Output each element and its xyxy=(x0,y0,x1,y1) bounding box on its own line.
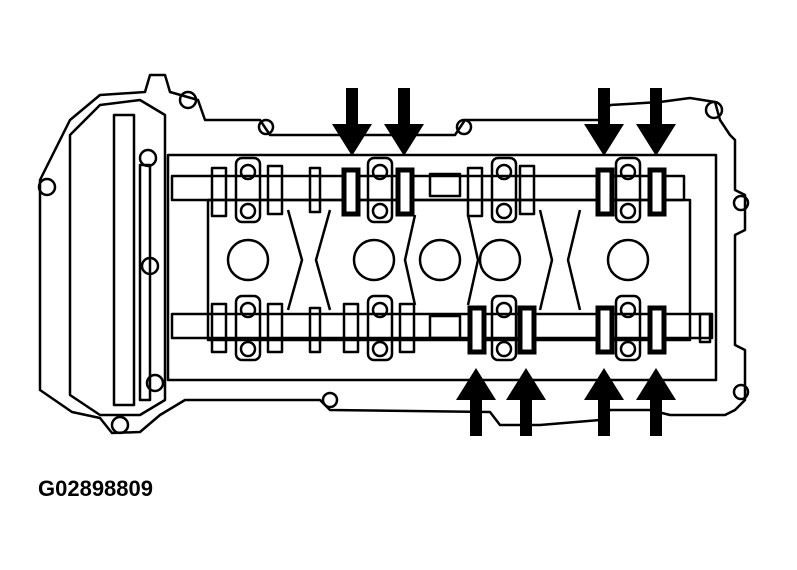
upper-camshaft xyxy=(170,174,686,202)
plug-bore xyxy=(352,238,396,282)
down-arrow-icon xyxy=(636,88,676,156)
cam-lobes xyxy=(210,164,712,354)
lower-bearing-caps xyxy=(234,294,642,362)
upper-bearing-caps xyxy=(234,156,642,224)
dowel xyxy=(138,148,158,168)
highlighted-lobes xyxy=(341,167,667,355)
cam-deck xyxy=(166,153,718,382)
plug-bore xyxy=(606,238,650,282)
up-arrow-icon xyxy=(506,368,546,436)
plug-bore xyxy=(478,238,522,282)
down-arrow-icon xyxy=(584,88,624,156)
head-outer-outline xyxy=(38,73,747,435)
figure-id-label: G02898809 xyxy=(38,476,153,501)
mount-boss xyxy=(257,118,275,136)
plug-bore xyxy=(226,238,270,282)
up-arrow-icon xyxy=(636,368,676,436)
down-arrow-icon xyxy=(384,88,424,156)
arrows-top xyxy=(332,88,676,156)
timing-cover-plate xyxy=(112,113,136,407)
bore-web xyxy=(466,214,480,306)
mount-boss xyxy=(732,383,750,401)
up-arrow-icon xyxy=(584,368,624,436)
bore-web xyxy=(566,209,582,311)
dowel xyxy=(145,373,165,393)
bore-web xyxy=(403,214,417,306)
mount-boss xyxy=(455,118,473,136)
arrows-bottom xyxy=(456,368,676,436)
bore-web xyxy=(286,209,304,311)
mount-boss xyxy=(732,194,750,212)
dowel xyxy=(140,256,160,276)
mount-boss xyxy=(37,177,57,197)
mount-boss xyxy=(110,415,130,435)
mount-boss xyxy=(178,90,198,110)
timing-seal-strip xyxy=(138,163,152,402)
down-arrow-icon xyxy=(332,88,372,156)
bore-web xyxy=(314,209,332,311)
mount-boss xyxy=(321,391,339,409)
plug-bore xyxy=(418,238,462,282)
mount-boss xyxy=(704,100,724,120)
bore-web xyxy=(538,209,554,311)
up-arrow-icon xyxy=(456,368,496,436)
timing-case-outline xyxy=(68,98,167,417)
